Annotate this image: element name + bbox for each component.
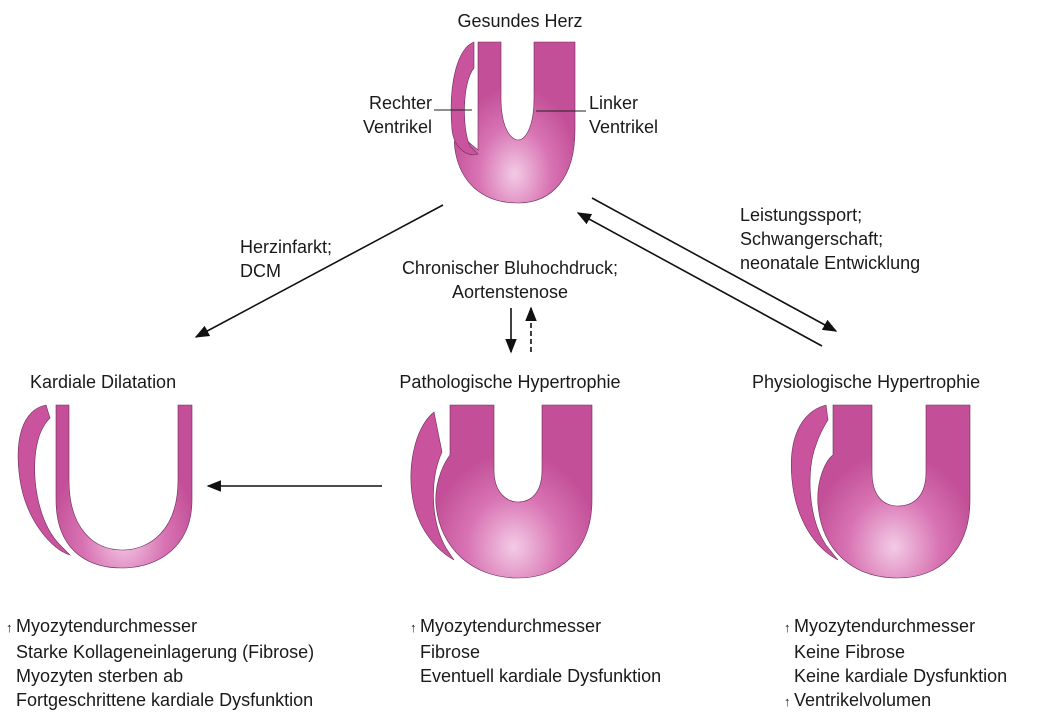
pathological-notes: ↑Myozytendurchmesser Fibrose Eventuell k… xyxy=(410,614,661,688)
pathological-note-3: Eventuell kardiale Dysfunktion xyxy=(410,664,661,688)
pathological-title: Pathologische Hypertrophie xyxy=(360,370,660,394)
right-ventricle-label-line-1: Rechter xyxy=(330,91,432,115)
dilatation-note-3: Myozyten sterben ab xyxy=(6,664,314,688)
increase-arrow-icon: ↑ xyxy=(6,616,16,640)
pathological-note-2: Fibrose xyxy=(410,640,661,664)
dilatation-notes: ↑Myozytendurchmesser Starke Kollageneinl… xyxy=(6,614,314,712)
pathological-left-ventricle-wall xyxy=(436,405,592,578)
left-ventricle-label-line-2: Ventrikel xyxy=(589,115,658,139)
pathological-cause-line-2: Aortenstenose xyxy=(360,280,660,304)
left-ventricle-label-line-1: Linker xyxy=(589,91,658,115)
physiological-cause-line-1: Leistungssport; xyxy=(740,203,920,227)
physiological-cause-label: Leistungssport; Schwangerschaft; neonata… xyxy=(740,203,920,275)
physiological-title: Physiologische Hypertrophie xyxy=(752,370,980,394)
dilatation-title: Kardiale Dilatation xyxy=(30,370,176,394)
right-ventricle-label-line-2: Ventrikel xyxy=(330,115,432,139)
physiological-cause-line-2: Schwangerschaft; xyxy=(740,227,920,251)
physiological-note-4: ↑Ventrikelvolumen xyxy=(784,688,1007,714)
dilated-left-ventricle-wall xyxy=(56,405,192,568)
increase-arrow-icon: ↑ xyxy=(784,690,794,714)
physiological-heart-illustration xyxy=(791,405,970,578)
healthy-heart-title: Gesundes Herz xyxy=(420,9,620,33)
dilatation-cause-line-2: DCM xyxy=(240,259,332,283)
healthy-right-ventricle-wall xyxy=(451,42,478,155)
dilated-heart-illustration xyxy=(18,405,192,568)
dilatation-note-1: ↑Myozytendurchmesser xyxy=(6,614,314,640)
physiological-notes: ↑Myozytendurchmesser Keine Fibrose Keine… xyxy=(784,614,1007,714)
pathological-heart-illustration xyxy=(411,405,592,578)
physiological-cause-line-3: neonatale Entwicklung xyxy=(740,251,920,275)
pathological-note-1: ↑Myozytendurchmesser xyxy=(410,614,661,640)
physiological-note-3: Keine kardiale Dysfunktion xyxy=(784,664,1007,688)
physiological-left-ventricle-wall xyxy=(818,405,970,578)
physiological-note-2: Keine Fibrose xyxy=(784,640,1007,664)
pathological-cause-label: Chronischer Bluhochdruck; Aortenstenose xyxy=(360,256,660,304)
left-ventricle-label: Linker Ventrikel xyxy=(589,91,658,139)
right-ventricle-label: Rechter Ventrikel xyxy=(330,91,432,139)
physiological-note-1: ↑Myozytendurchmesser xyxy=(784,614,1007,640)
healthy-heart-illustration xyxy=(434,42,586,203)
dilatation-cause-line-1: Herzinfarkt; xyxy=(240,235,332,259)
dilatation-note-4: Fortgeschrittene kardiale Dysfunktion xyxy=(6,688,314,712)
pathological-cause-line-1: Chronischer Bluhochdruck; xyxy=(360,256,660,280)
dilatation-cause-label: Herzinfarkt; DCM xyxy=(240,235,332,283)
dilatation-note-2: Starke Kollageneinlagerung (Fibrose) xyxy=(6,640,314,664)
increase-arrow-icon: ↑ xyxy=(784,616,794,640)
increase-arrow-icon: ↑ xyxy=(410,616,420,640)
